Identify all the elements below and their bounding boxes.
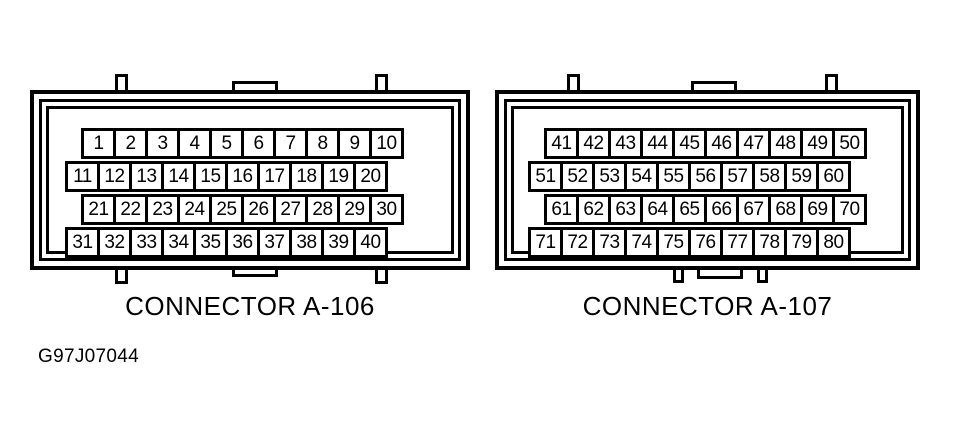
- pin-cavity[interactable]: 44: [640, 128, 675, 159]
- connector-a-106: 1 2 3 4 5 6 7 8 9 10 11 12 13 14 15 16 1…: [30, 74, 470, 321]
- pin-cavity[interactable]: 71: [528, 227, 563, 258]
- pin-cavity[interactable]: 7: [273, 128, 308, 159]
- pin-cavity[interactable]: 39: [321, 227, 356, 258]
- pin-cavity[interactable]: 60: [816, 161, 851, 192]
- pin-cavity[interactable]: 74: [624, 227, 659, 258]
- pin-grid: 1 2 3 4 5 6 7 8 9 10 11 12 13 14 15 16 1…: [30, 90, 470, 270]
- pin-cavity[interactable]: 62: [576, 194, 611, 225]
- pin-row-3: 21 22 23 24 25 26 27 28 29 30: [81, 194, 404, 225]
- pin-cavity[interactable]: 63: [608, 194, 643, 225]
- pin-row-1: 41 42 43 44 45 46 47 48 49 50: [544, 128, 867, 159]
- pin-cavity[interactable]: 3: [145, 128, 180, 159]
- pin-cavity[interactable]: 4: [177, 128, 212, 159]
- pin-cavity[interactable]: 45: [672, 128, 707, 159]
- pin-cavity[interactable]: 55: [656, 161, 691, 192]
- pin-cavity[interactable]: 18: [289, 161, 324, 192]
- pin-row-2: 11 12 13 14 15 16 17 18 19 20: [65, 161, 388, 192]
- pin-cavity[interactable]: 25: [209, 194, 244, 225]
- pin-cavity[interactable]: 6: [241, 128, 276, 159]
- pin-cavity[interactable]: 57: [720, 161, 755, 192]
- pin-cavity[interactable]: 77: [720, 227, 755, 258]
- pin-cavity[interactable]: 16: [225, 161, 260, 192]
- pin-cavity[interactable]: 75: [656, 227, 691, 258]
- pin-cavity[interactable]: 53: [592, 161, 627, 192]
- pin-cavity[interactable]: 72: [560, 227, 595, 258]
- pin-cavity[interactable]: 10: [369, 128, 404, 159]
- pin-cavity[interactable]: 41: [544, 128, 579, 159]
- pin-cavity[interactable]: 30: [369, 194, 404, 225]
- pin-cavity[interactable]: 79: [784, 227, 819, 258]
- pin-cavity[interactable]: 67: [736, 194, 771, 225]
- pin-cavity[interactable]: 19: [321, 161, 356, 192]
- pin-cavity[interactable]: 29: [337, 194, 372, 225]
- pin-cavity[interactable]: 38: [289, 227, 324, 258]
- pin-cavity[interactable]: 61: [544, 194, 579, 225]
- pin-cavity[interactable]: 1: [81, 128, 116, 159]
- pin-row-3: 61 62 63 64 65 66 67 68 69 70: [544, 194, 867, 225]
- pin-cavity[interactable]: 78: [752, 227, 787, 258]
- pin-cavity[interactable]: 51: [528, 161, 563, 192]
- pin-cavity[interactable]: 21: [81, 194, 116, 225]
- pin-cavity[interactable]: 73: [592, 227, 627, 258]
- pin-cavity[interactable]: 17: [257, 161, 292, 192]
- pin-cavity[interactable]: 22: [113, 194, 148, 225]
- pin-cavity[interactable]: 35: [193, 227, 228, 258]
- pin-cavity[interactable]: 2: [113, 128, 148, 159]
- pin-cavity[interactable]: 56: [688, 161, 723, 192]
- pin-cavity[interactable]: 58: [752, 161, 787, 192]
- pin-cavity[interactable]: 80: [816, 227, 851, 258]
- pin-cavity[interactable]: 31: [65, 227, 100, 258]
- pin-cavity[interactable]: 14: [161, 161, 196, 192]
- pin-cavity[interactable]: 64: [640, 194, 675, 225]
- pin-cavity[interactable]: 65: [672, 194, 707, 225]
- pin-cavity[interactable]: 23: [145, 194, 180, 225]
- pin-cavity[interactable]: 36: [225, 227, 260, 258]
- pin-cavity[interactable]: 70: [832, 194, 867, 225]
- pin-cavity[interactable]: 48: [768, 128, 803, 159]
- pin-cavity[interactable]: 40: [353, 227, 388, 258]
- pin-cavity[interactable]: 59: [784, 161, 819, 192]
- figure-id-label: G97J07044: [38, 346, 139, 367]
- pin-row-4: 31 32 33 34 35 36 37 38 39 40: [65, 227, 388, 258]
- pin-cavity[interactable]: 24: [177, 194, 212, 225]
- pin-cavity[interactable]: 8: [305, 128, 340, 159]
- pin-cavity[interactable]: 66: [704, 194, 739, 225]
- pin-cavity[interactable]: 26: [241, 194, 276, 225]
- pin-cavity[interactable]: 34: [161, 227, 196, 258]
- pin-cavity[interactable]: 32: [97, 227, 132, 258]
- pin-grid: 41 42 43 44 45 46 47 48 49 50 51 52 53 5…: [495, 90, 920, 270]
- pin-cavity[interactable]: 20: [353, 161, 388, 192]
- pin-cavity[interactable]: 47: [736, 128, 771, 159]
- pin-cavity[interactable]: 43: [608, 128, 643, 159]
- pin-cavity[interactable]: 15: [193, 161, 228, 192]
- pin-cavity[interactable]: 42: [576, 128, 611, 159]
- pin-cavity[interactable]: 5: [209, 128, 244, 159]
- pin-row-1: 1 2 3 4 5 6 7 8 9 10: [81, 128, 404, 159]
- pin-cavity[interactable]: 13: [129, 161, 164, 192]
- pin-cavity[interactable]: 28: [305, 194, 340, 225]
- pin-cavity[interactable]: 52: [560, 161, 595, 192]
- pin-cavity[interactable]: 69: [800, 194, 835, 225]
- pin-cavity[interactable]: 27: [273, 194, 308, 225]
- pin-cavity[interactable]: 33: [129, 227, 164, 258]
- connector-a-107: 41 42 43 44 45 46 47 48 49 50 51 52 53 5…: [495, 74, 920, 321]
- pin-cavity[interactable]: 54: [624, 161, 659, 192]
- pin-cavity[interactable]: 12: [97, 161, 132, 192]
- pin-cavity[interactable]: 37: [257, 227, 292, 258]
- pin-cavity[interactable]: 9: [337, 128, 372, 159]
- pin-cavity[interactable]: 46: [704, 128, 739, 159]
- pin-cavity[interactable]: 76: [688, 227, 723, 258]
- connector-a-107-caption: CONNECTOR A-107: [582, 291, 833, 321]
- pin-row-2: 51 52 53 54 55 56 57 58 59 60: [528, 161, 851, 192]
- pin-cavity[interactable]: 68: [768, 194, 803, 225]
- pin-row-4: 71 72 73 74 75 76 77 78 79 80: [528, 227, 851, 258]
- connector-a-106-caption: CONNECTOR A-106: [125, 291, 375, 321]
- pin-cavity[interactable]: 50: [832, 128, 867, 159]
- pin-cavity[interactable]: 11: [65, 161, 100, 192]
- pin-cavity[interactable]: 49: [800, 128, 835, 159]
